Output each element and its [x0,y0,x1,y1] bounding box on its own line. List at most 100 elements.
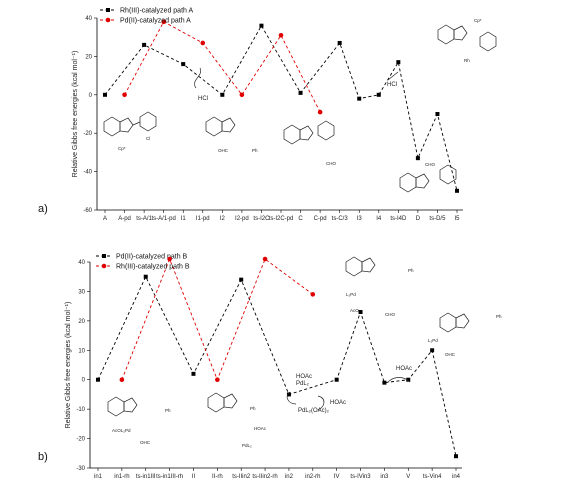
arrow-b3 [387,377,411,383]
data-point [259,23,264,28]
x-tick-label: I2 [220,216,226,222]
data-point [286,392,291,397]
data-point [278,32,284,38]
x-tick-label: ts-A/1 [136,216,152,222]
data-point [142,42,147,47]
annotation-hoac-b2: HOAc [330,400,346,406]
y-tick-label: 30 [78,289,85,295]
y-tick-label: 0 [82,378,86,384]
x-tick-label: II [192,474,196,480]
molecule-a4-cp: Cp* [474,18,482,23]
legend-label: Rh(III)-catalyzed path A [120,8,193,15]
annotation-hcl-2: HCl [387,82,397,88]
molecule-b2-hoac: HOAc [254,426,267,431]
data-point [103,92,107,97]
x-tick-label: ts-D/5 [429,216,446,222]
data-point [454,454,458,459]
y-tick-label: -10 [76,407,85,413]
molecule-b1-ohc: OHC [140,440,151,445]
molecule-b3: L₂Pd AcO CHO Ph [345,256,414,317]
y-tick-label: 20 [85,54,92,60]
data-point [181,62,186,67]
molecule-b1-acol2pd: AcOL₂Pd [112,428,131,433]
data-point [161,19,166,25]
panel-b-label: b) [38,451,48,463]
data-point [406,377,411,382]
data-point [262,256,268,262]
molecule-a5-cho: CHO [425,162,435,167]
x-tick-label: V [406,474,410,480]
x-tick-label: in4 [452,474,461,480]
molecule-a2-ohc: OHC [218,148,229,153]
x-tick-label: ts-A/1-pd [151,216,175,222]
data-point [298,90,303,95]
x-tick-label: ts-in1III [136,474,156,480]
x-tick-label: in3 [380,474,389,480]
annotation-pdl2-b1: PdL₂ [296,381,310,387]
y-tick-label: -20 [76,437,85,443]
y-axis-label: Relative Gibbs free energies (kcal mol⁻¹… [65,302,72,429]
molecule-b1-ph: Ph [165,408,171,413]
legend-marker [106,8,110,12]
x-tick-label: I5 [454,216,460,222]
data-point [310,292,316,297]
x-tick-label: C-pd [314,216,327,222]
series-line [124,21,321,113]
molecule-b1: AcOL₂Pd OHC Ph [107,396,171,445]
data-point [357,96,362,101]
legend-marker [101,263,107,269]
molecule-b3-cho: CHO [385,312,395,317]
x-tick-label: IV [334,474,340,480]
data-point [215,377,220,383]
x-tick-label: A-pd [118,216,131,222]
molecule-b2-ph: Ph [250,406,256,411]
x-tick-label: in1 [94,474,103,480]
x-tick-label: I2-pd [235,216,249,222]
x-tick-label: ts-C/3 [332,216,349,222]
arrow-hcl-2 [387,71,399,81]
data-point [435,112,440,116]
data-point [337,40,342,45]
molecule-b2: HOAc PdL₂ Ph [207,392,267,448]
legend-label: Pd(II)-catalyzed path B [116,254,188,261]
data-point [143,274,148,279]
y-tick-label: 40 [85,16,92,22]
x-tick-label: I3 [357,216,363,222]
arrow-hcl-1 [194,67,202,89]
y-tick-label: -20 [83,131,92,137]
data-point [167,256,172,262]
arrow-b2 [317,395,325,411]
y-tick-label: 0 [89,93,93,99]
molecule-b4-ohc: OHC [445,352,456,357]
molecule-a2: OHC Ph [205,116,258,153]
data-point [430,348,435,353]
molecule-a4: Cp* Rh [437,18,497,63]
data-point [396,60,401,65]
x-tick-label: D [416,216,421,222]
panel-a-label: a) [38,203,48,215]
arrow-b1 [286,391,297,405]
x-tick-label: ts-I4D [390,216,407,222]
y-tick-label: 20 [78,319,85,325]
x-tick-label: I1 [181,216,187,222]
data-point [220,92,225,97]
x-tick-label: A [103,216,107,222]
data-point [96,377,100,382]
annotation-hcl-1: HCl [198,96,208,102]
x-tick-label: C [298,216,303,222]
molecule-a2-ph: Ph [252,148,258,153]
data-point [239,92,245,98]
y-axis-label: Relative Gibbs free energies (kcal mol⁻¹… [72,51,79,178]
molecule-a5: CHO [399,162,457,193]
data-point [455,188,459,193]
molecule-b3-aco: AcO [350,308,359,313]
data-point [317,109,323,115]
annotation-hoac-b3: HOAc [396,366,412,372]
x-tick-label: in1-rh [114,474,129,480]
y-tick-label: 10 [78,348,85,354]
molecule-b3-l2pd: L₂Pd [346,292,356,297]
data-point [376,92,381,97]
series-line [121,257,314,381]
